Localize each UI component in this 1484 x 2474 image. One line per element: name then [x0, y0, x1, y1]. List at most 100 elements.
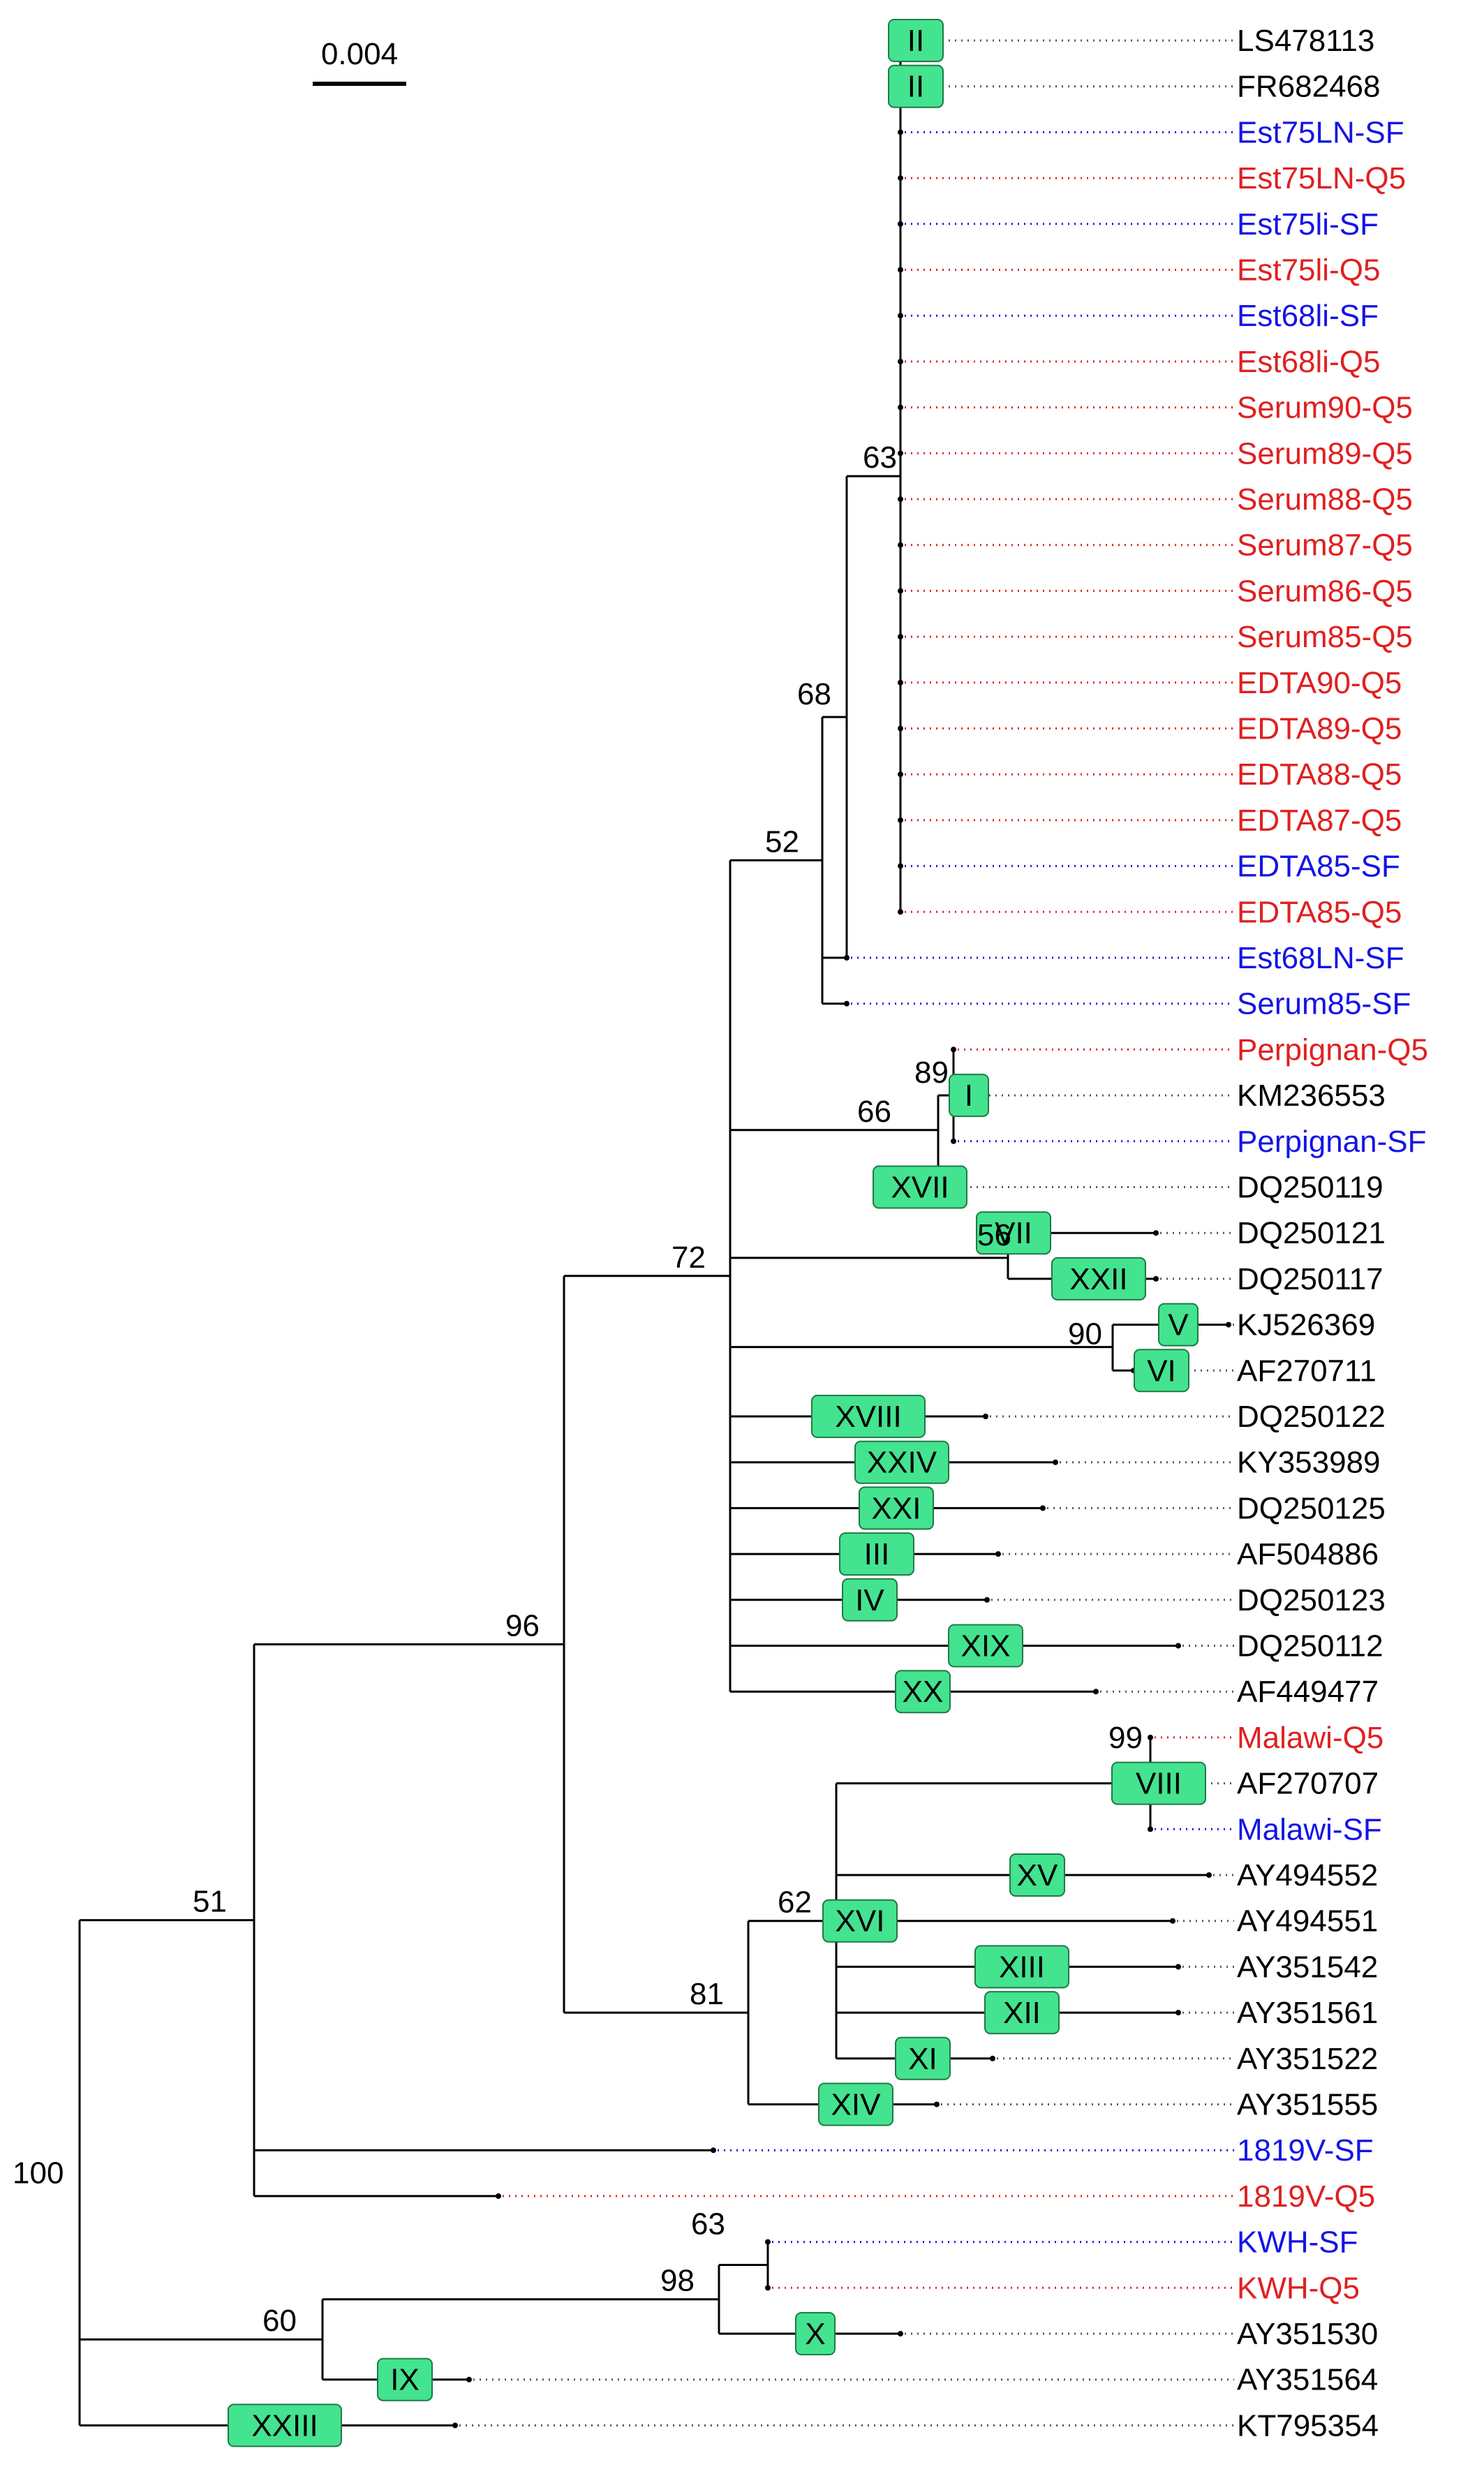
tip-label: AF504886: [1237, 1537, 1379, 1571]
tip-node: [898, 909, 903, 915]
tip-node: [990, 2055, 995, 2061]
genotype-box: [1009, 1853, 1065, 1897]
genotype-label: I: [965, 1079, 973, 1113]
tip-node: [951, 1046, 956, 1053]
tip-node: [898, 542, 903, 548]
tip-node: [898, 175, 903, 182]
tip-label: AY351561: [1237, 1996, 1378, 2030]
bootstrap-label: 52: [765, 824, 799, 859]
tip-label: Serum85-SF: [1237, 987, 1411, 1021]
tip-label: AY351564: [1237, 2363, 1378, 2397]
genotype-box: [949, 1074, 989, 1118]
genotype-label: VII: [995, 1216, 1032, 1250]
tip-label: DQ250119: [1237, 1171, 1383, 1205]
genotype-box: [842, 1578, 898, 1622]
genotype-label: XIX: [961, 1629, 1011, 1664]
scale-bar-label: 0.004: [321, 37, 398, 71]
bootstrap-label: 56: [977, 1218, 1011, 1252]
tip-node: [765, 2239, 771, 2245]
genotype-box: [377, 2357, 433, 2401]
tip-label: EDTA90-Q5: [1237, 666, 1402, 700]
tip-label: 1819V-Q5: [1237, 2179, 1375, 2214]
genotype-label: XXII: [1069, 1262, 1127, 1296]
genotype-label: XI: [908, 2042, 937, 2076]
scale-bar: 0.004: [313, 37, 406, 86]
genotype-box: [895, 2036, 951, 2080]
tip-node: [898, 817, 903, 823]
bootstrap-label: 99: [1108, 1721, 1143, 1755]
tip-label: Est68li-Q5: [1237, 345, 1380, 379]
bootstrap-label: 72: [671, 1240, 706, 1275]
tip-node: [765, 2285, 771, 2291]
tip-node: [898, 496, 903, 502]
genotype-box: [1134, 1349, 1189, 1393]
genotype-box: [822, 1899, 898, 1943]
tip-label: Est68li-SF: [1237, 299, 1379, 333]
tip-node: [1148, 1734, 1153, 1740]
tip-label: 1819V-SF: [1237, 2133, 1374, 2168]
tip-label: KM236553: [1237, 1079, 1386, 1113]
bootstrap-label: 60: [262, 2304, 297, 2338]
genotype-box: [228, 2403, 342, 2447]
genotype-label: VI: [1147, 1354, 1176, 1388]
tip-label: Perpignan-SF: [1237, 1125, 1426, 1159]
genotype-box: [818, 2082, 893, 2126]
tip-label: Serum87-Q5: [1237, 528, 1413, 563]
tip-label: EDTA85-Q5: [1237, 895, 1402, 929]
bootstrap-label: 66: [857, 1095, 891, 1129]
tip-node: [1040, 1505, 1046, 1511]
tip-label: Serum88-Q5: [1237, 482, 1413, 517]
tip-label: KWH-Q5: [1237, 2271, 1360, 2305]
bootstrap-label: 63: [863, 440, 897, 475]
tip-node: [496, 2193, 501, 2199]
tip-label: DQ250122: [1237, 1400, 1386, 1434]
tip-label: AF270711: [1237, 1354, 1377, 1388]
tip-label: DQ250123: [1237, 1583, 1386, 1617]
tip-node: [995, 1551, 1001, 1557]
tip-node: [898, 404, 903, 410]
bootstrap-label: 96: [505, 1608, 540, 1643]
genotype-box: [948, 1624, 1023, 1668]
tip-label: AY351542: [1237, 1950, 1378, 1984]
tip-node: [934, 2101, 940, 2108]
genotype-box: [984, 1991, 1060, 2035]
genotype-box: [811, 1395, 926, 1438]
bootstrap-label: 89: [914, 1055, 949, 1090]
genotype-label: XVIII: [835, 1400, 901, 1434]
genotype-label: III: [864, 1537, 890, 1571]
tip-label: Serum89-Q5: [1237, 436, 1413, 471]
tip-label: KY353989: [1237, 1446, 1381, 1480]
genotype-label: IX: [390, 2363, 420, 2397]
genotype-box: [974, 1945, 1069, 1989]
tip-label: EDTA87-Q5: [1237, 803, 1402, 838]
tip-node: [898, 679, 903, 686]
tip-label: EDTA85-SF: [1237, 850, 1400, 884]
tip-node: [1170, 1918, 1175, 1924]
tip-node: [1206, 1872, 1212, 1878]
genotype-label: II: [907, 70, 924, 104]
bootstrap-label: 63: [691, 2207, 725, 2241]
tip-label: Serum90-Q5: [1237, 391, 1413, 425]
tip-label: Est68LN-SF: [1237, 941, 1404, 975]
bootstrap-label: 98: [660, 2264, 695, 2298]
tip-node: [466, 2376, 472, 2383]
tip-node: [898, 863, 903, 869]
tip-label: KJ526369: [1237, 1308, 1375, 1342]
bootstrap-label: 100: [13, 2156, 64, 2191]
genotype-box: [854, 1440, 949, 1484]
genotype-label: IV: [855, 1583, 884, 1617]
bootstrap-label: 68: [797, 677, 831, 711]
tip-node: [984, 1597, 990, 1603]
genotype-label: VIII: [1136, 1767, 1182, 1801]
tip-label: Serum85-Q5: [1237, 620, 1413, 654]
bootstrap-label: 51: [193, 1885, 227, 1919]
tip-label: DQ250117: [1237, 1262, 1383, 1296]
genotype-box: [888, 64, 944, 108]
tip-leaders: [452, 38, 1234, 2429]
tip-label: Est75LN-Q5: [1237, 161, 1406, 195]
genotype-label: XX: [903, 1675, 944, 1709]
genotype-boxes: IIIIIXVIIVIIXXIIVVIXVIIIXXIVXXIIIIIVXIXX…: [228, 19, 1206, 2447]
tip-label: DQ250121: [1237, 1216, 1386, 1250]
tip-label: Serum86-Q5: [1237, 574, 1413, 608]
genotype-label: XIII: [999, 1950, 1045, 1984]
